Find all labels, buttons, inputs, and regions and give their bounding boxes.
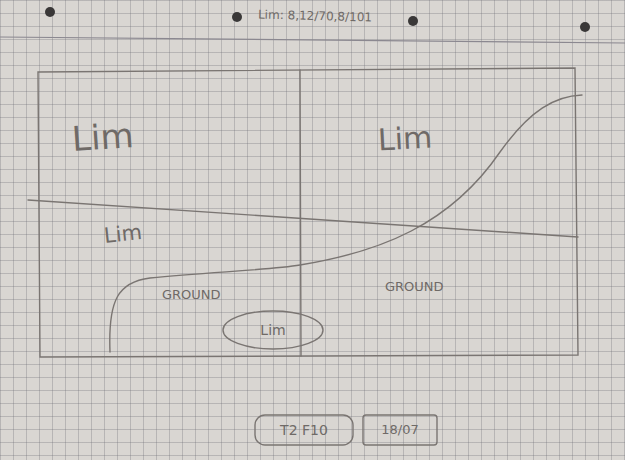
region-label: Lim bbox=[377, 121, 433, 158]
punch-holes bbox=[45, 7, 590, 32]
ground-boundary bbox=[110, 95, 582, 352]
outline-shape bbox=[223, 311, 323, 349]
paper-margin-line bbox=[0, 37, 625, 43]
node-text: GROUND bbox=[162, 288, 221, 303]
outline-shape bbox=[363, 415, 437, 445]
region-label: Lim bbox=[71, 116, 135, 159]
node-text: Lim bbox=[260, 322, 285, 338]
divider-line bbox=[300, 70, 301, 356]
ground-region: GROUND Lim bbox=[112, 272, 298, 352]
tag-box: T2 F10 bbox=[254, 414, 354, 446]
outer-rectangle bbox=[38, 68, 578, 357]
outline-shape bbox=[255, 415, 353, 445]
region-label: GROUND bbox=[385, 280, 444, 295]
node-text: T2 F10 bbox=[280, 422, 328, 438]
sketch-title: Lim: 8,12/70,8/101 bbox=[258, 9, 372, 26]
node-text: 18/07 bbox=[381, 423, 418, 438]
date-box: 18/07 bbox=[362, 414, 438, 446]
region-label: Lim bbox=[103, 220, 143, 248]
lim-circle: Lim bbox=[222, 310, 324, 350]
